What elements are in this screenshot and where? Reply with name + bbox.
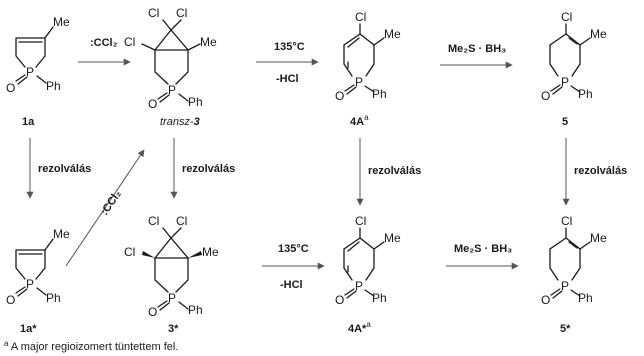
oxygen-label: O	[6, 293, 15, 307]
oxygen-label: O	[6, 81, 15, 95]
condition-elimination: -HCl	[276, 73, 299, 85]
chloro-label-2: Cl	[176, 6, 187, 20]
compound-label-4A: 4Aa	[350, 113, 369, 128]
compound-5: Cl Me P Ph O	[541, 10, 607, 103]
compound-4A-star: Cl Me P Ph O	[335, 214, 401, 307]
phosphorus-label: P	[168, 83, 176, 97]
methyl-label: Me	[384, 27, 401, 41]
phosphorus-label: P	[26, 277, 34, 291]
phenyl-label: Ph	[188, 95, 203, 109]
methyl-label: Me	[590, 231, 607, 245]
step-thermolysis: 135°C -HCl	[256, 41, 319, 85]
methyl-label: Me	[200, 35, 217, 49]
compound-label-1a-star: 1a*	[20, 323, 37, 335]
compound-3-star: Cl Cl Cl Me P Ph O	[124, 214, 219, 319]
methyl-label: Me	[53, 15, 70, 29]
step-carbene-addition: :CCl₂	[78, 37, 131, 66]
chloro-label-3: Cl	[124, 35, 135, 49]
compound-4A: Cl Me P Ph O	[335, 10, 401, 103]
condition-borane: Me₂S · BH₃	[454, 243, 512, 255]
methyl-label: Me	[53, 227, 70, 241]
condition-resolution: rezolválás	[368, 165, 421, 177]
compound-label-4A-star: 4A*a	[348, 320, 371, 335]
phosphorus-label: P	[355, 75, 363, 89]
phenyl-label: Ph	[372, 87, 387, 101]
compound-trans-3: Cl Cl Cl Me P Ph O	[124, 6, 217, 111]
phenyl-label: Ph	[46, 291, 61, 305]
condition-borane: Me₂S · BH₃	[448, 43, 506, 55]
resolution-arrow-5: rezolválás	[562, 138, 627, 206]
phosphorus-label: P	[355, 279, 363, 293]
methyl-label: Me	[590, 27, 607, 41]
condition-temperature: 135°C	[274, 41, 305, 53]
phosphorus-label: P	[561, 279, 569, 293]
compound-1a-star: Me P Ph O	[6, 227, 70, 307]
phenyl-label: Ph	[372, 291, 387, 305]
chloro-label-1: Cl	[148, 6, 159, 20]
resolution-arrow-1a: rezolválás	[26, 138, 91, 199]
phosphorus-label: P	[26, 65, 34, 79]
oxygen-label: O	[335, 89, 344, 103]
chloro-label: Cl	[561, 10, 572, 24]
oxygen-label: O	[148, 97, 157, 111]
phenyl-label: Ph	[188, 303, 203, 317]
compound-label-5-star: 5*	[560, 323, 571, 335]
compound-label-1a: 1a	[22, 116, 35, 128]
condition-resolution: rezolválás	[574, 165, 627, 177]
chloro-label-2: Cl	[176, 214, 187, 228]
phosphorus-label: P	[168, 291, 176, 305]
chloro-label-1: Cl	[148, 214, 159, 228]
condition-carbene: :CCl₂	[90, 37, 118, 49]
compound-1a: Me P Ph O	[6, 15, 70, 95]
oxygen-label: O	[148, 305, 157, 319]
condition-elimination: -HCl	[280, 279, 303, 291]
condition-temperature: 135°C	[278, 243, 309, 255]
condition-resolution: rezolválás	[38, 163, 91, 175]
phosphorus-label: P	[561, 75, 569, 89]
step-borane: Me₂S · BH₃	[440, 43, 513, 69]
oxygen-label: O	[541, 89, 550, 103]
step-thermolysis-2: 135°C -HCl	[262, 243, 325, 291]
footnote: a A major regioizomert tüntettem fel.	[4, 339, 178, 353]
chloro-label: Cl	[355, 214, 366, 228]
compound-5-star: Cl Me P Ph O	[541, 214, 607, 307]
compound-label-3-star: 3*	[168, 323, 179, 335]
methyl-label: Me	[384, 231, 401, 245]
phenyl-label: Ph	[578, 87, 593, 101]
phenyl-label: Ph	[46, 79, 61, 93]
oxygen-label: O	[541, 293, 550, 307]
chloro-label-3: Cl	[124, 245, 135, 259]
condition-resolution: rezolválás	[182, 163, 235, 175]
methyl-label: Me	[202, 245, 219, 259]
condition-carbene: :CCl₂	[99, 188, 124, 218]
oxygen-label: O	[335, 293, 344, 307]
resolution-arrow-4A: rezolválás	[356, 138, 421, 206]
chloro-label: Cl	[355, 10, 366, 24]
chloro-label: Cl	[561, 214, 572, 228]
compound-label-trans-3: transz-3	[160, 116, 200, 128]
phenyl-label: Ph	[578, 291, 593, 305]
step-borane-2: Me₂S · BH₃	[446, 243, 519, 270]
compound-label-5: 5	[562, 116, 568, 128]
resolution-arrow-3: rezolválás	[170, 138, 235, 199]
